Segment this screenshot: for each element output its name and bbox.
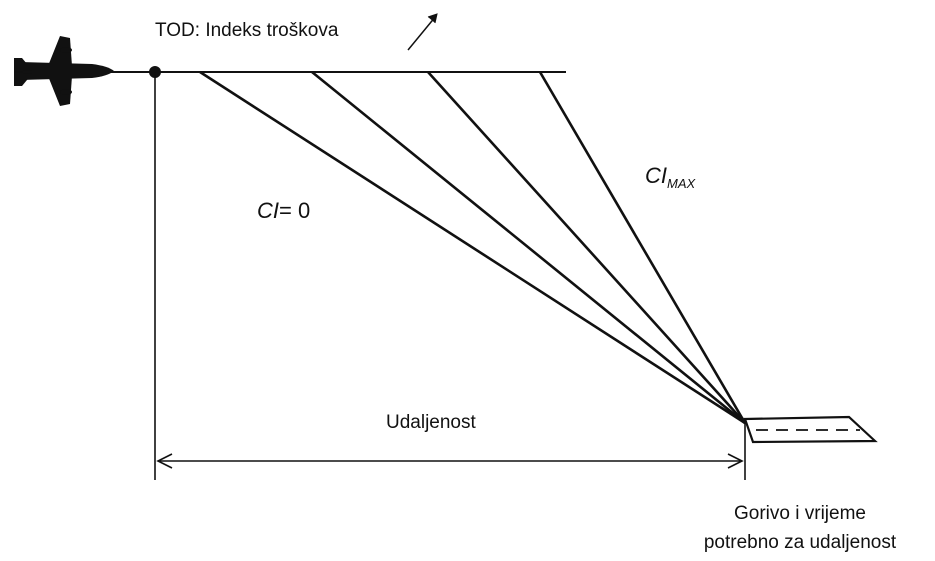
fuel-time-line-2: potrebno za udaljenost [703, 531, 897, 553]
fuel-time-label: Gorivo i vrijeme potrebno za udaljenost [675, 500, 925, 557]
descent-paths [199, 70, 747, 425]
descent-path-ci-zero [199, 70, 746, 425]
ci-zero-value: = 0 [279, 198, 311, 223]
ci-max-subscript: MAX [667, 176, 696, 191]
ci-zero-label: CI= 0 [257, 200, 310, 222]
tod-label: TOD: Indeks troškova [155, 20, 339, 41]
ci-max-symbol: CI [645, 163, 667, 188]
descent-path-ci-max [538, 71, 747, 424]
runway-icon [743, 415, 878, 444]
fuel-time-line-1: Gorivo i vrijeme [734, 503, 866, 524]
diagonal-arrow-icon [407, 13, 438, 51]
descent-path-3 [427, 71, 746, 424]
distance-label: Udaljenost [386, 412, 476, 433]
descent-path-2 [311, 70, 746, 425]
ci-zero-symbol: CI [257, 198, 279, 223]
ci-max-label: CIMAX [645, 163, 696, 191]
distance-arrow [156, 453, 744, 469]
airplane-icon [14, 36, 114, 106]
